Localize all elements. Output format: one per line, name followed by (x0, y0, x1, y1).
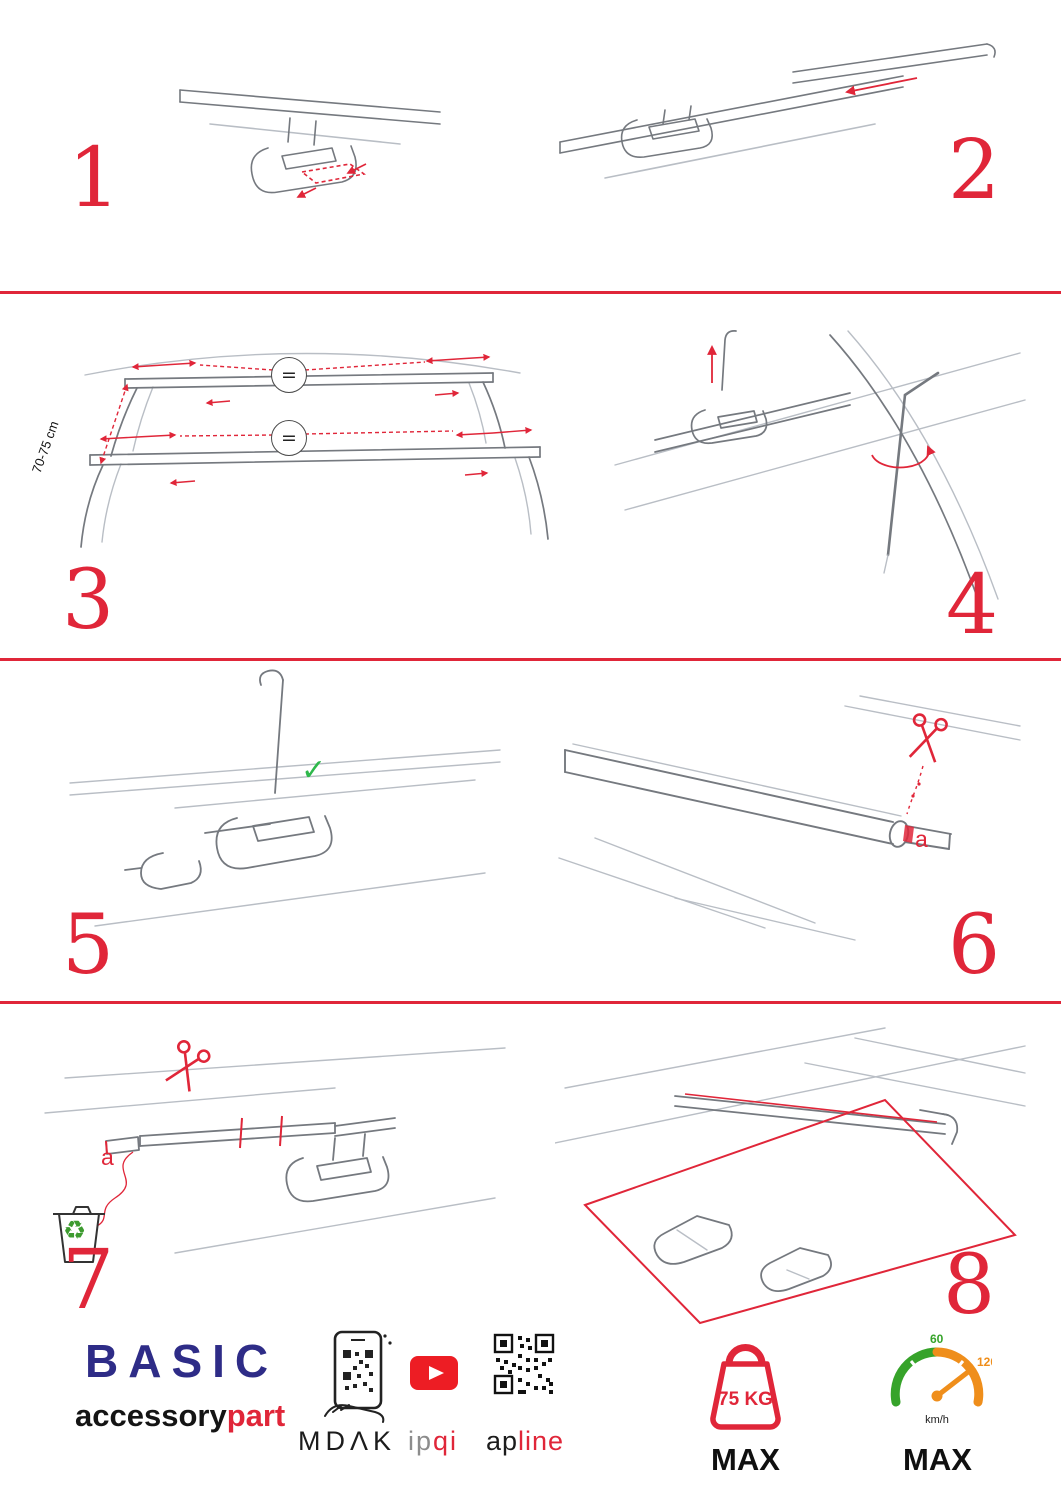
step-8-number: 8 (943, 1238, 996, 1333)
speedometer-icon: 60 120 km/h (890, 1332, 992, 1426)
step-1-number: 1 (68, 131, 121, 226)
brand-apline-label: apline (486, 1428, 564, 1455)
step-5: ✓ 5 (55, 668, 505, 987)
step-1-illustration (179, 89, 441, 198)
step-5-number: 5 (62, 898, 115, 993)
youtube-icon (410, 1356, 458, 1390)
ipqi-red: qi (433, 1426, 459, 1456)
brand-sublogo: accessorypart (75, 1400, 285, 1431)
brand-ipqi-label: ipqi (408, 1428, 458, 1455)
part-label-a: a (101, 1144, 114, 1170)
step-2: 2 (545, 20, 1015, 218)
step-7-number: 7 (62, 1233, 115, 1328)
trash-bin-icon (53, 1206, 105, 1263)
recycle-icon: ♻ (63, 1216, 87, 1246)
step-4-number: 4 (946, 558, 999, 653)
step-6-illustration (558, 695, 1021, 941)
speed-unit-label: km/h (925, 1414, 949, 1426)
step-7: a ♻ 7 (35, 1018, 515, 1322)
brand-sub-black: accessory (75, 1398, 227, 1433)
equal-badge: = (271, 420, 307, 456)
step-3-number: 3 (62, 553, 115, 648)
step-6: a 6 (555, 688, 1025, 987)
brand-sub-red: part (226, 1398, 286, 1433)
brand-mdak-label: MDΛK (298, 1426, 397, 1456)
step-3: = = 70-75 cm 3 (29, 315, 565, 642)
speed-orange-label: 120 (977, 1355, 992, 1369)
check-icon: ✓ (301, 753, 327, 788)
apline-red: line (518, 1426, 565, 1456)
separator-line (0, 658, 1061, 661)
step-7-illustration (44, 1040, 506, 1263)
ipqi-gray: ip (408, 1426, 434, 1456)
step-5-illustration (69, 669, 501, 927)
qr-code-icon (493, 1333, 555, 1395)
equal-badge: = (271, 357, 307, 393)
step-3-illustration (80, 352, 549, 548)
step-8-illustration (555, 1027, 1026, 1325)
speed-green-label: 60 (930, 1332, 944, 1346)
step-8: 8 (555, 1018, 1035, 1328)
step-1: 1 (68, 40, 480, 250)
scissors-icon (908, 713, 948, 763)
step-2-number: 2 (948, 123, 1001, 218)
speed-max-label: MAX (903, 1442, 972, 1477)
separator-line (0, 291, 1061, 294)
scissors-icon (165, 1040, 211, 1092)
weight-value-label: 75 KG (718, 1389, 773, 1410)
step-6-number: 6 (948, 898, 1001, 993)
step-4: 4 (600, 315, 1030, 647)
weight-limit-icon: 75 KG (710, 1344, 781, 1430)
step-4-illustration (614, 330, 1026, 606)
part-label-a: a (915, 826, 928, 852)
weight-max-label: MAX (711, 1442, 780, 1477)
step-2-illustration (559, 43, 996, 179)
apline-black: ap (486, 1426, 519, 1456)
brand-logo-basic: BASIC (85, 1335, 279, 1387)
phone-qr-scan-icon (324, 1330, 392, 1423)
separator-line (0, 1001, 1061, 1004)
